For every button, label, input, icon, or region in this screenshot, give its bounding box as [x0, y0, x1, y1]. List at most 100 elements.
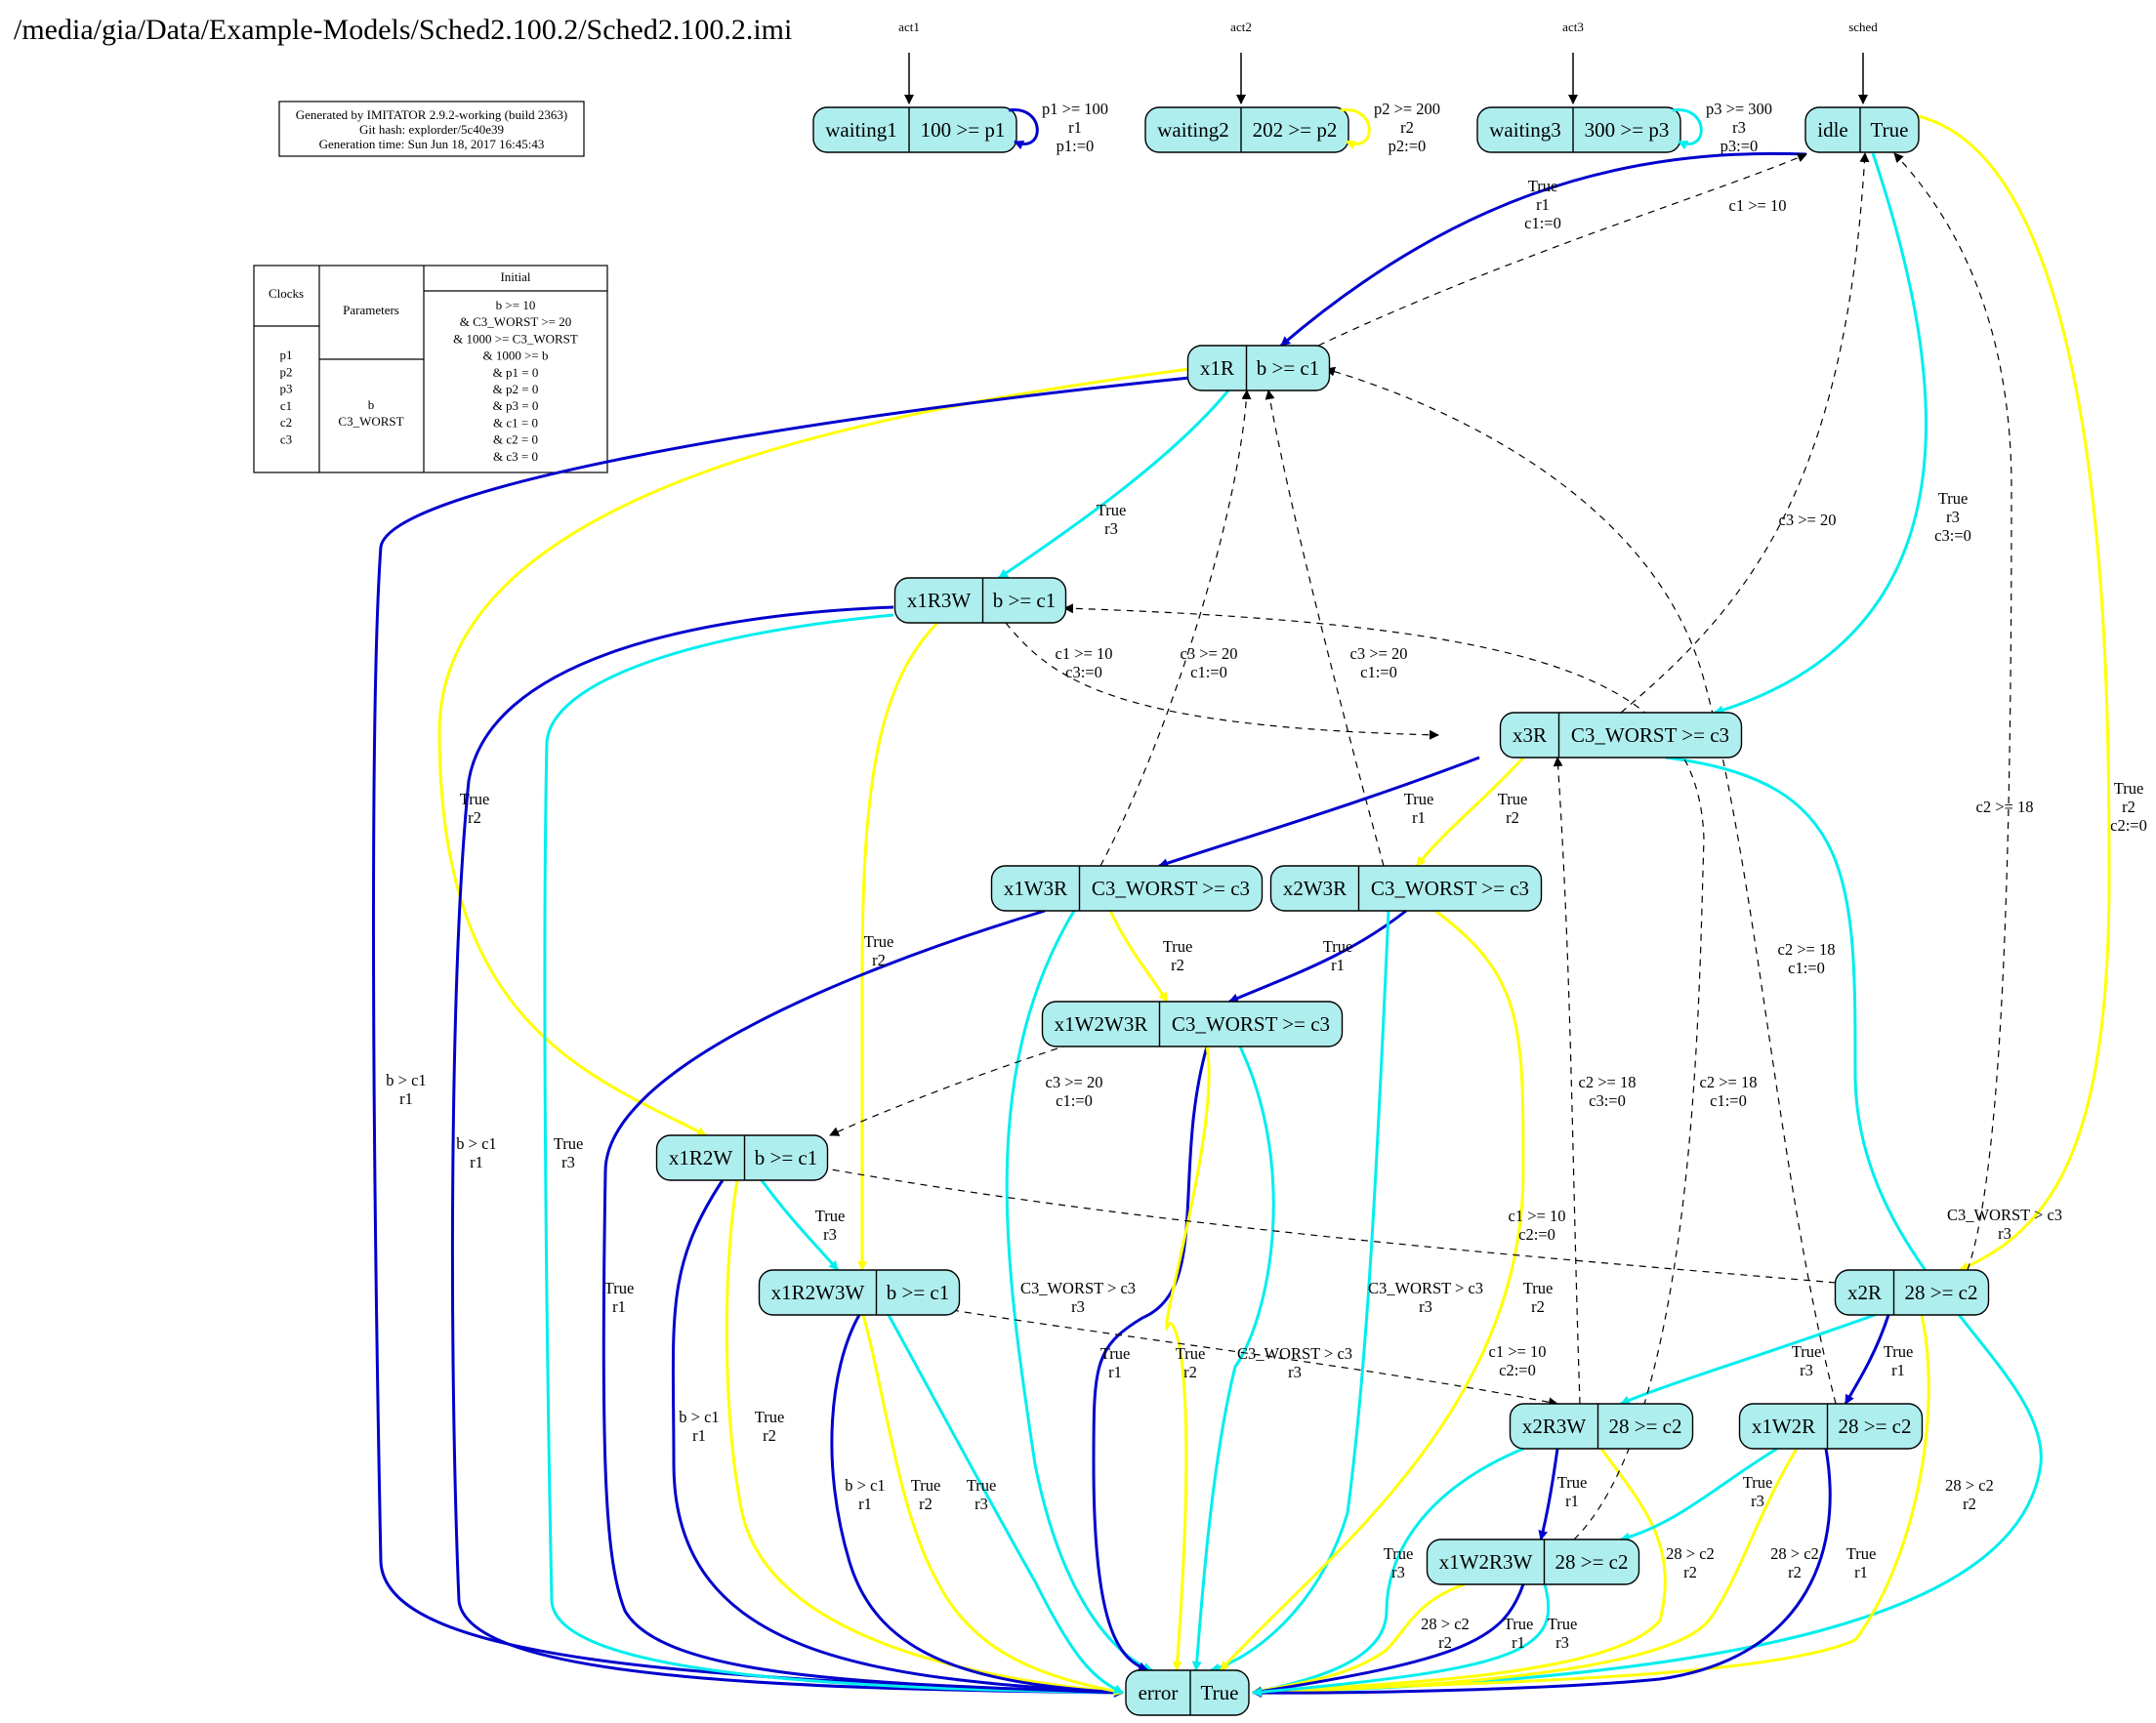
edge-label-line: c1:=0: [1788, 959, 1825, 977]
edge-label-line: r2: [872, 951, 886, 969]
location-name: x2R3W: [1522, 1415, 1587, 1438]
initial-constraint: & c1 = 0: [493, 415, 538, 430]
edge-label-line: True: [1498, 790, 1528, 808]
edge-label-line: True: [1163, 937, 1193, 956]
location-name: waiting1: [825, 118, 897, 142]
edge-label-line: c1:=0: [1360, 663, 1397, 681]
transition-edge-x1R-to-x1R3W: [998, 390, 1230, 580]
edge-label-line: True: [911, 1476, 941, 1495]
edge-label-line: True: [1846, 1544, 1877, 1563]
transition-edge-x2R3W-to-error: [1252, 1447, 1524, 1697]
location-invariant: C3_WORST >= c3: [1571, 723, 1729, 747]
transition-edge-x1R2W3W-to-x2R3W: [951, 1309, 1558, 1408]
edge-label-line: 28 > c2: [1666, 1544, 1715, 1563]
edge-label-line: c1 >= 10: [1056, 644, 1113, 663]
initial-header: Initial: [500, 269, 530, 284]
edge-label-line: c2:=0: [1499, 1361, 1536, 1379]
edge-label-line: r3: [1998, 1224, 2011, 1243]
clock-item: c1: [280, 398, 292, 413]
edge-label-line: r3: [1555, 1633, 1569, 1652]
transition-edge-x1W2R-to-error: [1252, 1448, 1799, 1698]
edge-label-line: c1 >= 10: [1489, 1342, 1547, 1361]
edge-label-line: r3: [1800, 1361, 1813, 1379]
edge-label-line: True: [604, 1279, 635, 1297]
edge-label-line: C3_WORST > c3: [1368, 1279, 1483, 1297]
transition-edge-x1W2R-to-error: [1252, 1448, 1832, 1699]
edge-label-line: True: [1323, 937, 1353, 956]
edge-label-line: True: [1743, 1473, 1773, 1492]
transition-edge-x1W2W3R-to-error: [1191, 1046, 1275, 1671]
transition-edge-x1W3R-to-error: [601, 909, 1124, 1698]
edge-label-line: r1: [1854, 1563, 1868, 1581]
edge-label-line: True: [554, 1134, 584, 1153]
transition-edge-x2R3W-to-x1W2R3W: [1538, 1448, 1559, 1540]
location-invariant: b >= c1: [993, 589, 1057, 612]
edge-label-line: r2: [468, 808, 481, 827]
transition-edge-idle-to-x3R: [1714, 152, 1928, 716]
transition-edge-x2W3R-to-error: [1210, 910, 1390, 1673]
transition-edge-x1R-to-error: [372, 376, 1190, 1698]
edge-label-line: r3: [1288, 1363, 1302, 1381]
edge-label-line: c3 >= 20: [1046, 1073, 1103, 1091]
edge-label-line: p3 >= 300: [1706, 100, 1772, 118]
location-name: x1W2R: [1752, 1415, 1815, 1438]
transition-edge-x1W2W3R-to-error: [1165, 1046, 1211, 1671]
initial-constraint: & 1000 >= b: [482, 349, 548, 363]
edge-label-line: r3: [1751, 1492, 1764, 1510]
location-x1W2R[interactable]: x1W2R 28 >= c2: [1738, 1403, 1924, 1450]
location-invariant: C3_WORST >= c3: [1371, 877, 1529, 900]
location-name: x3R: [1513, 723, 1547, 747]
transition-edge-x1R2W3W-to-error: [861, 1314, 1124, 1697]
clock-item: c2: [280, 415, 292, 430]
transition-edge-x1W3R-to-error: [1005, 910, 1153, 1672]
edge-label-line: True: [1176, 1344, 1206, 1363]
location-invariant: 28 >= c2: [1838, 1415, 1911, 1438]
edge-label-line: c2 >= 18: [1579, 1073, 1637, 1091]
automaton-sched: sched: [1848, 20, 1878, 104]
edge-label-line: p1:=0: [1057, 137, 1095, 155]
self-loop-edge: [1008, 108, 1039, 150]
location-x3R[interactable]: x3R C3_WORST >= c3: [1499, 712, 1743, 759]
edge-label-line: r2: [1400, 118, 1414, 137]
edge-label-line: c2 >= 18: [1700, 1073, 1758, 1091]
edge-label-line: c2:=0: [2110, 816, 2147, 835]
edge-label-line: True: [1404, 790, 1434, 808]
location-invariant: True: [1201, 1681, 1239, 1704]
edge-label-line: r2: [1183, 1363, 1197, 1381]
location-invariant: 28 >= c2: [1555, 1550, 1628, 1574]
edge-label-line: b > c1: [456, 1134, 496, 1153]
